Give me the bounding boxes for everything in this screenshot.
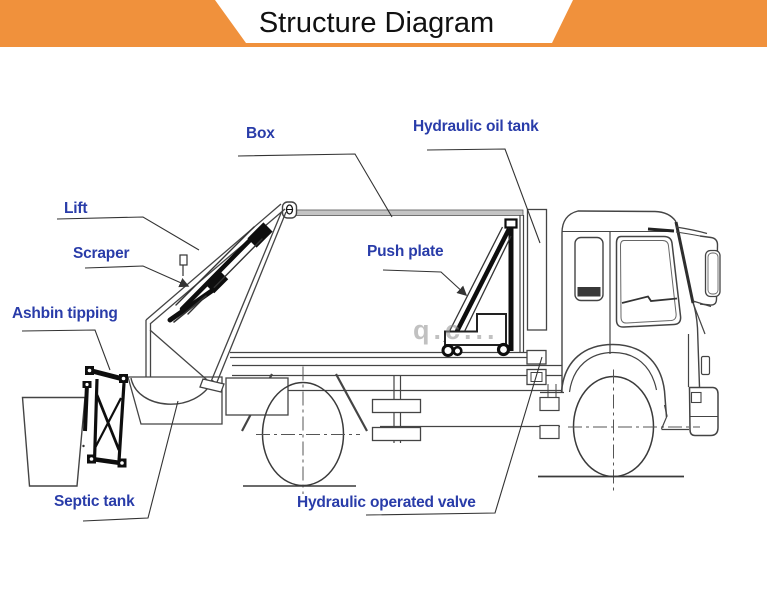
header-title-panel: Structure Diagram xyxy=(215,0,573,43)
chassis-group xyxy=(230,351,564,443)
hydraulic-valve xyxy=(526,349,547,386)
leader-hydraulic-oil-tank xyxy=(426,148,541,244)
label-scraper: Scraper xyxy=(73,245,130,262)
leader-push-plate xyxy=(382,269,468,297)
leader-lines xyxy=(21,148,543,522)
leader-lift xyxy=(56,216,200,251)
label-ashbin-tipping: Ashbin tipping xyxy=(12,305,118,322)
cab-group xyxy=(560,210,721,437)
label-hydraulic-operated-valve: Hydraulic operated valve xyxy=(297,494,476,511)
label-box: Box xyxy=(246,125,275,142)
label-push-plate: Push plate xyxy=(367,243,444,260)
leader-box xyxy=(237,153,393,218)
wheels-group xyxy=(243,366,700,494)
lift-cylinder-scraper xyxy=(167,222,273,323)
leader-hydraulic-operated-valve xyxy=(365,356,543,516)
hydraulic-oil-tank-part xyxy=(526,208,548,331)
push-plate-part xyxy=(441,218,518,357)
ashbin-tipping-mechanism xyxy=(82,366,128,468)
leader-ashbin-tipping xyxy=(21,329,111,371)
page-title: Structure Diagram xyxy=(258,7,495,39)
label-septic-tank: Septic tank xyxy=(54,493,135,510)
leader-scraper xyxy=(84,265,190,288)
watermark-text: q.c... xyxy=(413,315,499,345)
trash-bin xyxy=(21,396,86,487)
box-body xyxy=(281,201,525,352)
septic-tank-part xyxy=(127,376,289,425)
label-lift: Lift xyxy=(64,200,88,217)
header-banner: Structure Diagram xyxy=(0,0,767,47)
label-hydraulic-oil-tank: Hydraulic oil tank xyxy=(413,118,539,135)
leader-septic-tank xyxy=(82,400,179,522)
